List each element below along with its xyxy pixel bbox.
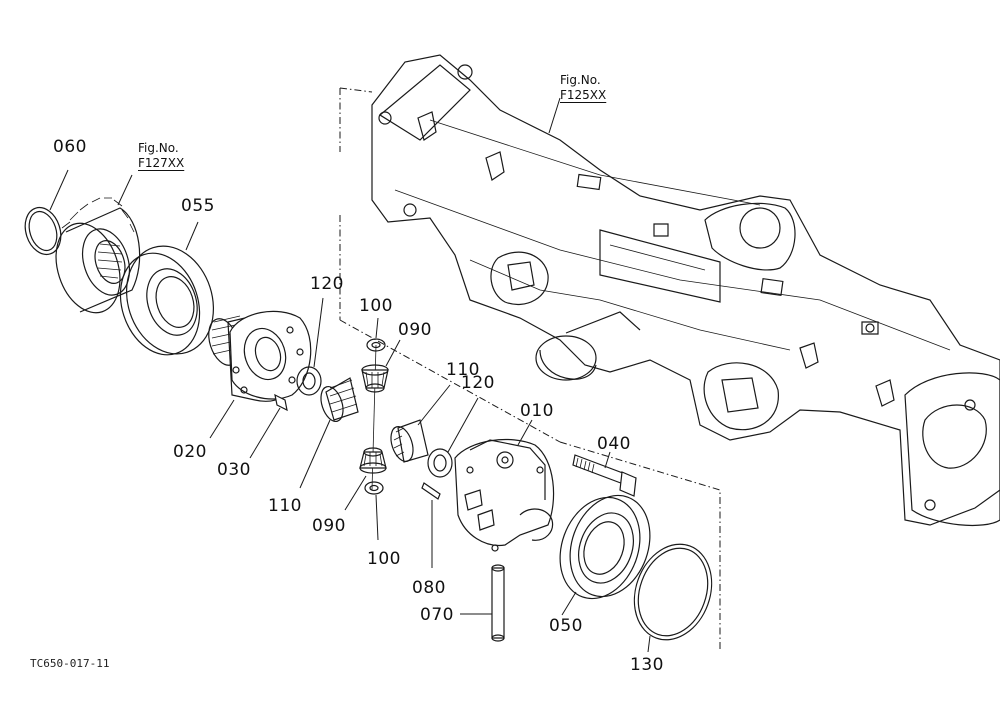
callout-110-upper: 110 (446, 360, 480, 380)
part-120-washer-lower (428, 398, 478, 477)
fig-ref-housing-label: Fig.No. (560, 73, 601, 87)
callout-100-lower: 100 (367, 549, 401, 569)
axle-housing (372, 55, 1000, 525)
part-120-washer-upper (297, 298, 323, 395)
callout-060: 060 (53, 137, 87, 157)
part-080-pin (422, 483, 440, 568)
part-060-snap-ring (19, 170, 68, 259)
housing-reference-boundary (340, 88, 720, 650)
callout-070: 070 (420, 605, 454, 625)
part-050-bearing (547, 484, 664, 615)
fig-ref-gear-label: Fig.No. (138, 141, 179, 155)
part-100-washer-upper (367, 318, 385, 351)
callout-110-lower: 110 (268, 496, 302, 516)
part-110-side-gear-right (387, 385, 450, 464)
part-110-side-gear-left (300, 378, 358, 488)
callout-120-upper: 120 (310, 274, 344, 294)
callout-120-lower: 120 (461, 373, 495, 393)
callout-100-upper: 100 (359, 296, 393, 316)
callout-050: 050 (549, 616, 583, 636)
part-090-pinion-upper (362, 340, 400, 392)
callout-090-upper: 090 (398, 320, 432, 340)
callout-130: 130 (630, 655, 664, 675)
callout-010: 010 (520, 401, 554, 421)
fig-ref-housing: Fig.No. F125XX (560, 73, 606, 103)
callout-080: 080 (412, 578, 446, 598)
callout-040: 040 (597, 434, 631, 454)
part-010-diff-case (455, 420, 554, 551)
part-055-bearing (108, 222, 227, 365)
part-040-bolt (573, 452, 636, 496)
fig-ref-gear-number: F127XX (138, 156, 185, 170)
diagram-code: TC650-017-11 (30, 657, 110, 670)
part-020-case-half (203, 311, 310, 438)
callout-020: 020 (173, 442, 207, 462)
callout-055: 055 (181, 196, 215, 216)
fig-ref-housing-number: F125XX (560, 88, 607, 102)
part-100-washer-lower (365, 482, 383, 540)
gear-f127xx (45, 175, 139, 321)
part-070-shaft (460, 565, 504, 641)
callout-090-lower: 090 (312, 516, 346, 536)
part-030-pin (250, 395, 287, 458)
part-130-o-ring (621, 533, 724, 652)
callout-030: 030 (217, 460, 251, 480)
fig-ref-gear: Fig.No. F127XX (138, 141, 184, 171)
part-090-pinion-lower (345, 448, 386, 510)
